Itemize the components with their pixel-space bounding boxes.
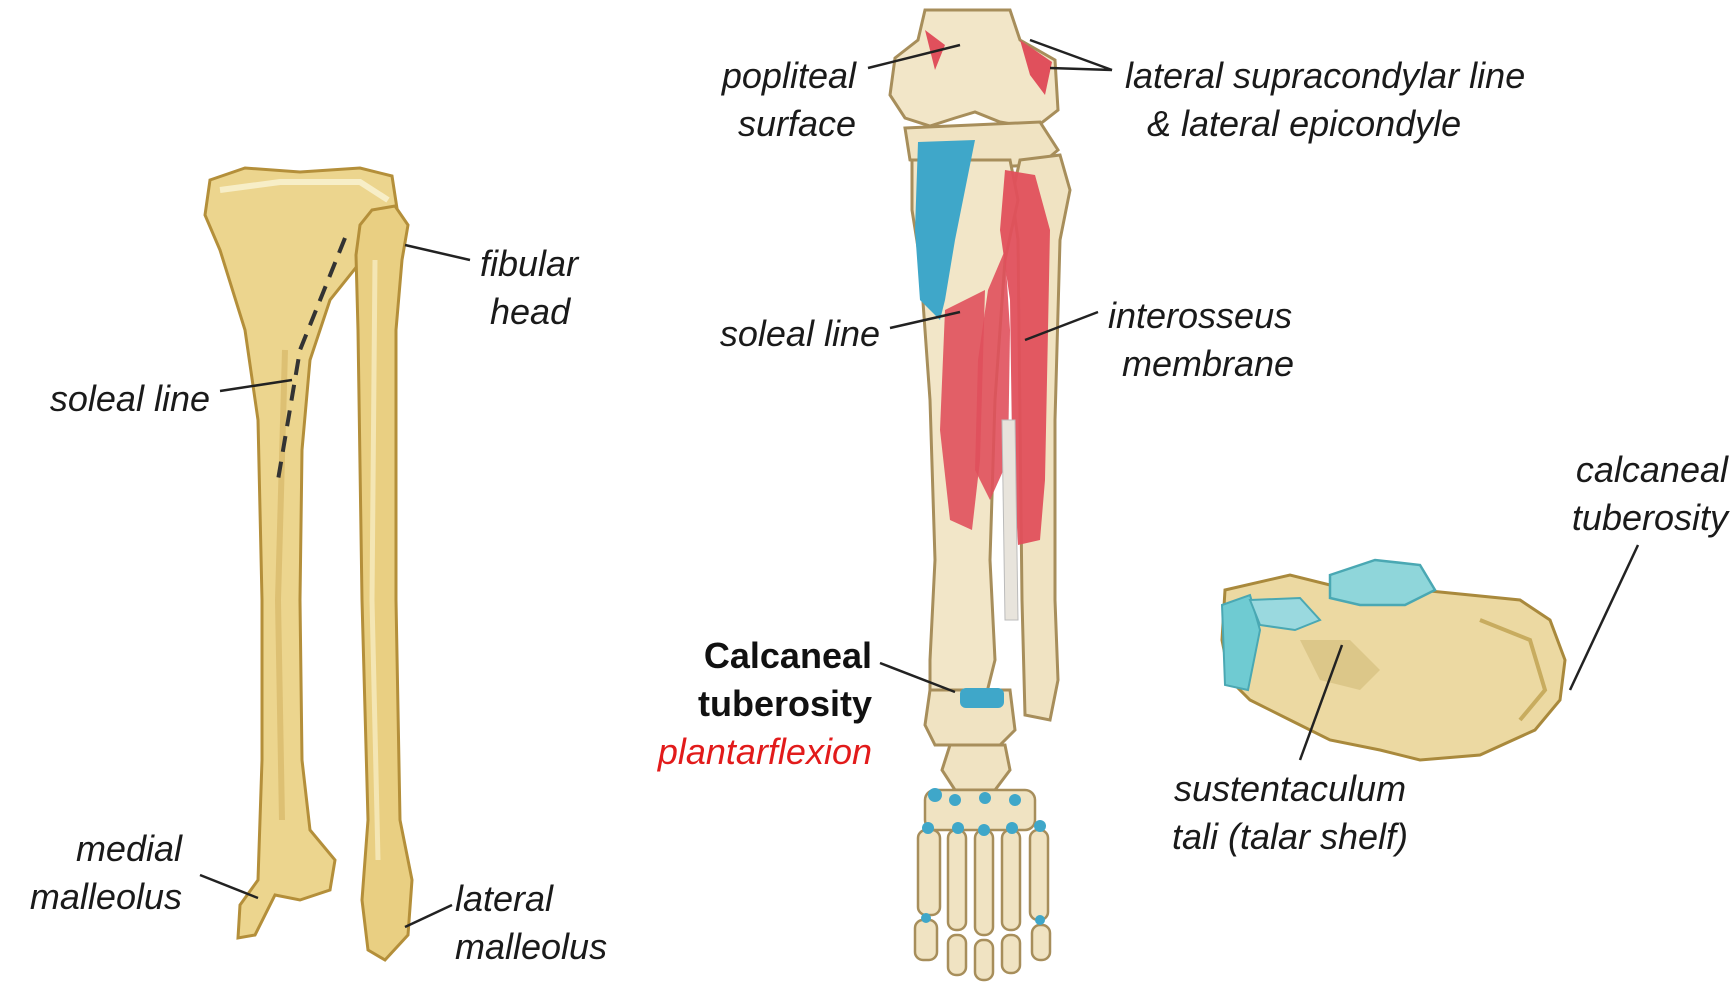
- label-lateral-malleolus-line2: malleolus: [455, 923, 607, 971]
- label-calcaneal-tuberosity-right-line1: calcaneal: [1490, 446, 1728, 494]
- label-soleal-line-left: soleal line: [0, 375, 210, 423]
- label-lateral-malleolus: lateral malleolus: [455, 875, 607, 971]
- fibula-bone: [356, 206, 412, 960]
- label-fibular-head: fibular head: [480, 240, 578, 336]
- label-medial-malleolus-line1: medial: [0, 825, 182, 873]
- label-calcaneal-tuberosity-middle: Calcaneal tuberosity plantarflexion: [620, 632, 872, 776]
- label-medial-malleolus: medial malleolus: [0, 825, 182, 921]
- label-sustentaculum-tali: sustentaculum tali (talar shelf): [1140, 765, 1440, 861]
- label-calcaneal-tuberosity-right: calcaneal tuberosity: [1490, 446, 1728, 542]
- label-medial-malleolus-line2: malleolus: [0, 873, 182, 921]
- label-fibular-head-line1: fibular: [480, 240, 578, 288]
- leg-foot-posterior-illustration: [890, 10, 1070, 980]
- label-sustentaculum-tali-line2: tali (talar shelf): [1140, 813, 1440, 861]
- label-plantarflexion: plantarflexion: [620, 728, 872, 776]
- label-calcaneal-tuberosity-right-line2: tuberosity: [1490, 494, 1728, 542]
- label-interosseus-membrane: interosseus membrane: [1108, 292, 1294, 388]
- label-interosseus-membrane-line2: membrane: [1122, 340, 1294, 388]
- label-fibular-head-line2: head: [490, 288, 578, 336]
- label-popliteal-surface: popliteal surface: [640, 52, 856, 148]
- calcaneus-illustration: [1222, 560, 1565, 760]
- label-interosseus-membrane-line1: interosseus: [1108, 292, 1294, 340]
- label-calcaneal-tuberosity-middle-line1: Calcaneal: [620, 632, 872, 680]
- label-sustentaculum-tali-line1: sustentaculum: [1140, 765, 1440, 813]
- label-popliteal-surface-line1: popliteal: [640, 52, 856, 100]
- label-popliteal-surface-line2: surface: [640, 100, 856, 148]
- label-calcaneal-tuberosity-middle-line2: tuberosity: [620, 680, 872, 728]
- tibia-fibula-illustration: [205, 168, 412, 960]
- label-lateral-supracondylar-line1: lateral supracondylar line: [1125, 52, 1525, 100]
- label-lateral-supracondylar-line2: & lateral epicondyle: [1147, 100, 1525, 148]
- label-soleal-line-middle: soleal line: [640, 310, 880, 358]
- label-lateral-malleolus-line1: lateral: [455, 875, 607, 923]
- label-lateral-supracondylar: lateral supracondylar line & lateral epi…: [1125, 52, 1525, 148]
